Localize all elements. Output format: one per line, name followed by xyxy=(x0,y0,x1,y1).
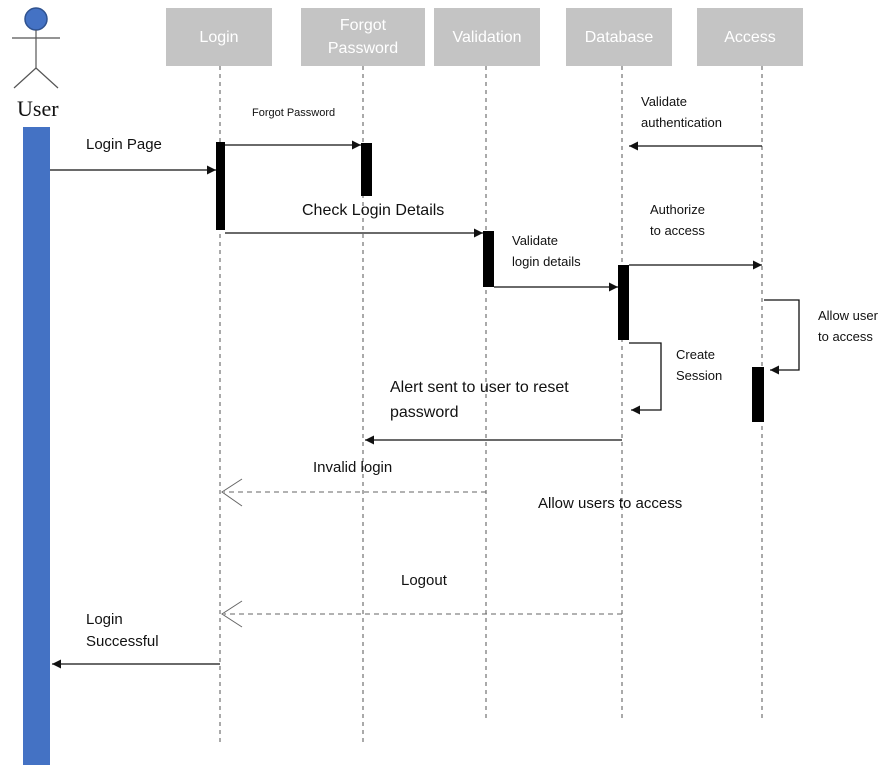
actor-lifeline-bar xyxy=(23,127,50,765)
participant-validation: Validation xyxy=(434,8,540,66)
label-allow-users-to-access: Allow users to access xyxy=(538,495,683,512)
participant-database: Database xyxy=(566,8,672,66)
participant-login: Login xyxy=(166,8,272,66)
activation-database xyxy=(618,265,629,340)
label-create-session: Create Session xyxy=(676,347,723,383)
activation-forgot-password xyxy=(361,143,372,196)
arrow-create-session xyxy=(629,342,662,415)
label-check-login-details: Check Login Details xyxy=(302,202,445,219)
activation-validation xyxy=(483,231,494,287)
actor-name: User xyxy=(17,96,59,121)
label-authorize-to-access: Authorize to access xyxy=(650,202,705,238)
arrow-invalid-login-head xyxy=(221,478,243,507)
label-forgot-password: Forgot Password xyxy=(252,107,336,119)
label-validate-authentication: Validate authentication xyxy=(641,94,722,130)
label-login-successful: Login Successful xyxy=(86,611,159,650)
actor-icon xyxy=(12,7,60,89)
arrow-allow-user-to-access xyxy=(764,299,800,375)
arrow-logout-head xyxy=(221,600,243,628)
label-invalid-login: Invalid login xyxy=(313,459,393,476)
label-logout: Logout xyxy=(401,572,447,589)
label-validate-login-details: Validate login details xyxy=(512,233,581,269)
participant-forgot-password: Forgot Password xyxy=(301,8,425,66)
activation-access xyxy=(752,367,764,422)
label-alert-reset-password: Alert sent to user to reset password xyxy=(390,379,569,421)
label-login-page: Login Page xyxy=(86,136,162,153)
activation-login xyxy=(216,142,225,230)
participant-access: Access xyxy=(697,8,803,66)
label-allow-user-to-access: Allow user to access xyxy=(818,308,878,344)
